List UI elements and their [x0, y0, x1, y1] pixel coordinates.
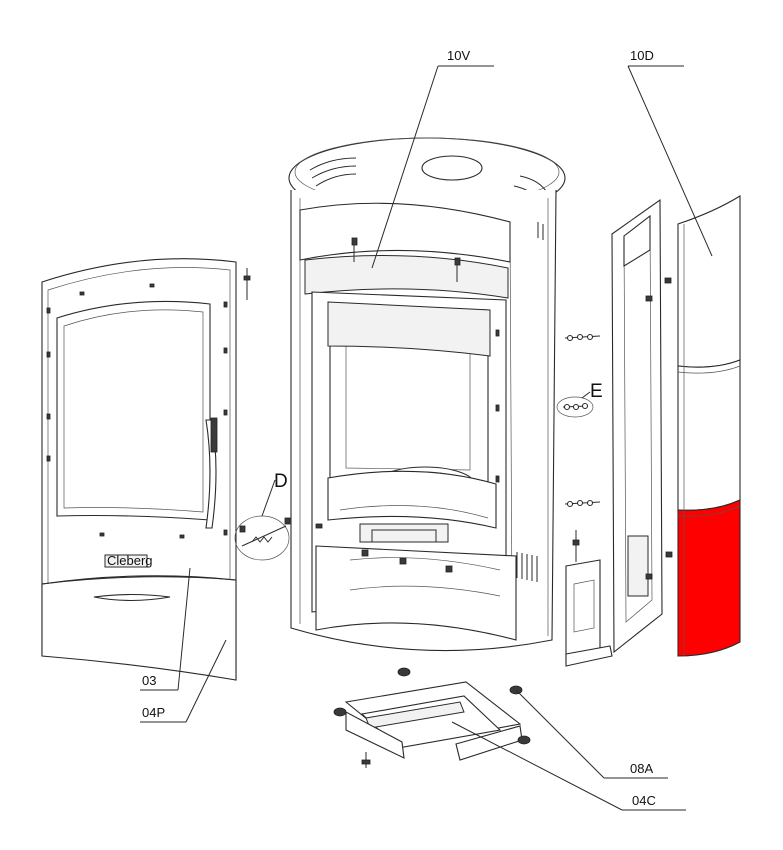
- door-brand-plate: Cleberg: [107, 553, 153, 568]
- cladding-lower-tile-highlighted: [677, 499, 741, 657]
- callout-d: D: [274, 471, 288, 492]
- door-bolt-holes: [46, 283, 228, 539]
- detail-d-spring-hinge: D: [234, 471, 291, 561]
- callout-04p: 04P: [142, 705, 165, 720]
- callout-10v: 10V: [447, 48, 470, 63]
- stove-body: [288, 137, 566, 652]
- door-assembly: Cleberg: [41, 258, 251, 681]
- adjustable-feet-08a: [333, 667, 531, 745]
- callout-e: E: [590, 381, 603, 402]
- door-glass: [56, 300, 211, 521]
- foot-bracket: [565, 530, 613, 667]
- side-cladding-10d: [677, 195, 741, 657]
- callout-08a: 08A: [630, 761, 653, 776]
- callout-03: 03: [142, 673, 156, 688]
- cladding-middle-tile: [677, 359, 741, 511]
- callout-leaders: [140, 65, 713, 811]
- hardware-bolts: [564, 333, 601, 508]
- ash-pan-assembly: [344, 681, 523, 768]
- callout-10d: 10D: [630, 48, 654, 63]
- side-bracket-frame: [611, 198, 673, 654]
- callout-04c: 04C: [632, 793, 656, 808]
- side-vents: [516, 222, 544, 582]
- ash-drawer-front: [41, 575, 237, 681]
- cladding-upper-tile: [677, 195, 741, 368]
- detail-e-bracket: E: [556, 381, 603, 418]
